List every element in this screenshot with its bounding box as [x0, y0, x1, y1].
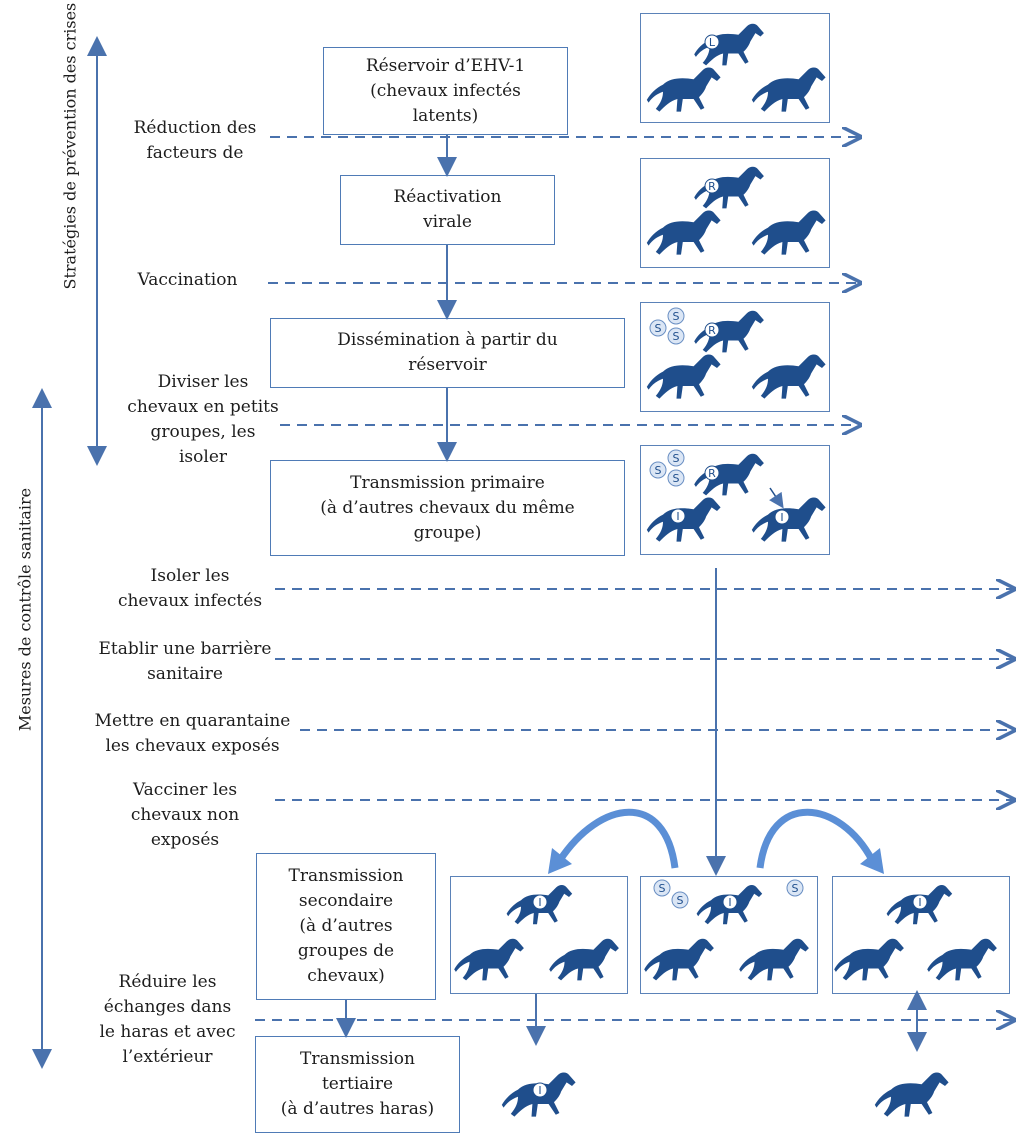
curved-arrow-right-head	[860, 848, 884, 874]
marker-shedding-4: S	[655, 464, 662, 477]
horse-group-reactivation	[646, 166, 826, 255]
marker-shedding-9: S	[792, 882, 799, 895]
secondary-transmission-box: Transmission secondaire (à d’autres grou…	[256, 853, 436, 1000]
marker-shedding-1: S	[655, 322, 662, 335]
horse-group-primary	[646, 453, 826, 542]
marker-shedding-3: S	[673, 330, 680, 343]
measure-reduce-factors: Réduction des facteurs de	[133, 118, 257, 163]
primary-transmission-box: Transmission primaire (à d’autres chevau…	[270, 460, 625, 556]
measure-quarantine: Mettre en quarantaine les chevaux exposé…	[94, 711, 291, 756]
marker-reactivated-2: R	[708, 324, 716, 337]
marker-reactivated-3: R	[708, 467, 716, 480]
marker-infected-5: I	[918, 896, 921, 909]
marker-shedding-7: S	[659, 882, 666, 895]
measure-vaccination: Vaccination	[137, 270, 238, 290]
marker-shedding-8: S	[677, 894, 684, 907]
measure-isolate-infected: Isoler les chevaux infectés	[117, 566, 263, 611]
panel-reactivation-horses	[640, 158, 830, 268]
curved-arrow-left	[557, 808, 679, 869]
measure-divide-groups: Diviser les chevaux en petits groupes, l…	[127, 372, 279, 467]
curved-arrow-right	[756, 808, 876, 869]
marker-infected-1: I	[676, 510, 679, 523]
marker-reactivated-1: R	[708, 180, 716, 193]
tertiary-transmission-box: Transmission tertiaire (à d’autres haras…	[255, 1036, 460, 1133]
marker-shedding-2: S	[673, 310, 680, 323]
marker-infected-6: I	[538, 1084, 541, 1097]
reservoir-box: Réservoir d’EHV-1 (chevaux infectés late…	[323, 47, 568, 135]
horse-group-reservoir	[646, 23, 826, 112]
marker-shedding-5: S	[673, 452, 680, 465]
reactivation-box: Réactivation virale	[340, 175, 555, 245]
marker-infected-4: I	[728, 896, 731, 909]
arrow-primary-spread	[769, 487, 784, 509]
marker-infected-2: I	[780, 511, 783, 524]
measure-vaccinate-unexposed: Vacciner les chevaux non exposés	[130, 780, 240, 850]
marker-infected-3: I	[538, 896, 541, 909]
measure-reduce-exchanges: Réduire les échanges dans le haras et av…	[99, 972, 236, 1067]
measure-sanitary-barrier: Etablir une barrière sanitaire	[98, 639, 272, 684]
marker-shedding-6: S	[673, 472, 680, 485]
dissemination-box: Dissémination à partir du réservoir	[270, 318, 625, 388]
horse-tertiary-right	[874, 1072, 949, 1117]
curved-arrow-left-head	[548, 848, 572, 874]
panel-reservoir-horses	[640, 13, 830, 123]
marker-latent: L	[709, 36, 716, 49]
